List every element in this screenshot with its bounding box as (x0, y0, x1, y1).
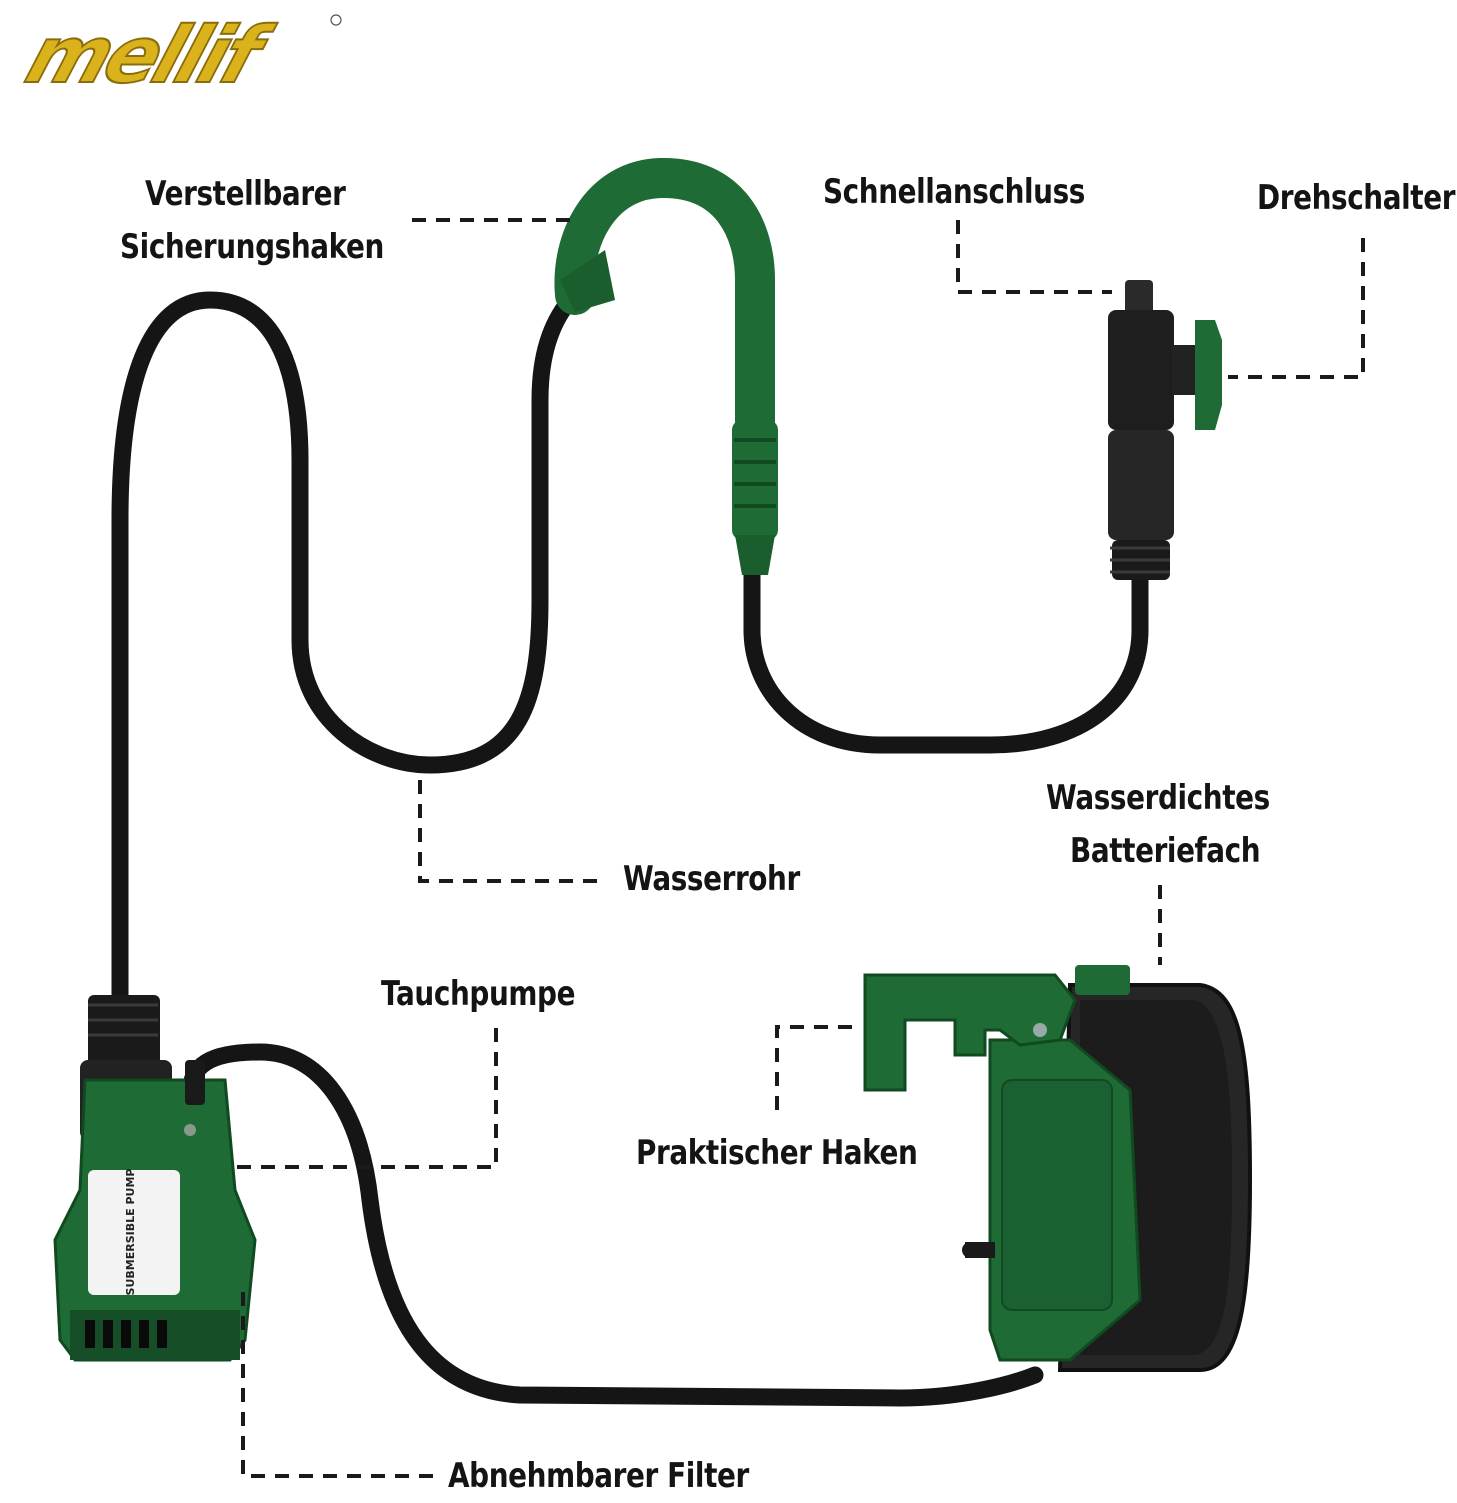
label-quick-connector: Schnellanschluss (823, 172, 1085, 212)
label-battery-box-line2: Batteriefach (1070, 831, 1261, 871)
label-battery-box: Wasserdichtes (1046, 772, 1270, 825)
label-practical-hook: Praktischer Haken (636, 1133, 918, 1173)
submersible-pump: SUBMERSIBLE PUMP (53, 995, 257, 1362)
leader-lines (230, 218, 1365, 1478)
svg-text:mellif: mellif (16, 10, 283, 101)
pump-label: SUBMERSIBLE PUMP (124, 1169, 137, 1296)
brand-logo: mellif (15, 9, 342, 102)
label-safety-hook: Verstellbarer (145, 168, 346, 221)
label-safety-hook-2: Sicherungshaken (120, 221, 384, 274)
label-rotary-switch: Drehschalter (1257, 178, 1456, 218)
label-safety-hook-line1: Verstellbarer (145, 174, 346, 214)
water-hose (111, 286, 1149, 1407)
rotary-switch (1172, 320, 1222, 430)
label-safety-hook-line2: Sicherungshaken (120, 227, 384, 267)
label-filter: Abnehmbarer Filter (448, 1456, 749, 1496)
label-battery-box-2: Batteriefach (1070, 825, 1261, 878)
battery-box (962, 965, 1253, 1372)
safety-hook (554, 158, 778, 575)
quick-connector (1108, 280, 1174, 580)
label-battery-box-line1: Wasserdichtes (1046, 778, 1270, 818)
practical-hook (863, 973, 1077, 1092)
label-water-pipe: Wasserrohr (623, 859, 800, 899)
label-submersible-pump: Tauchpumpe (381, 974, 576, 1014)
